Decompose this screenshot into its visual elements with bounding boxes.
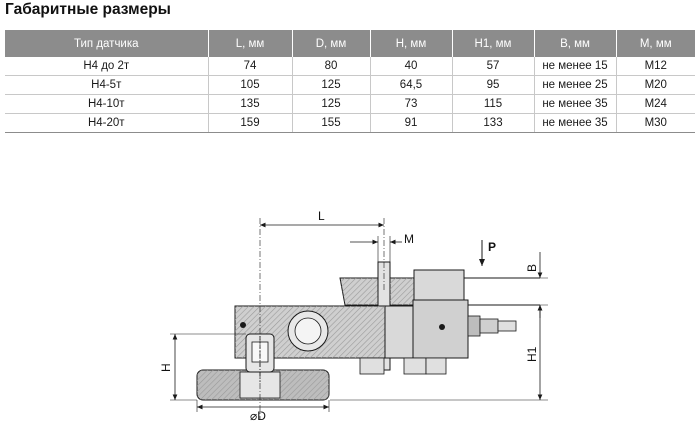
- table-row: H4-10т 135 125 73 115 не менее 35 M24: [5, 94, 695, 114]
- cell-h1: 133: [452, 113, 535, 133]
- column-header-b: B, мм: [534, 30, 617, 57]
- column-header-l: L, мм: [208, 30, 293, 57]
- table-header-row: Тип датчика L, мм D, мм H, мм H1, мм B, …: [5, 30, 695, 57]
- column-header-m: M, мм: [616, 30, 695, 57]
- cell-d: 155: [292, 113, 371, 133]
- cell-sensor-type: H4-20т: [5, 113, 209, 133]
- cell-h1: 115: [452, 94, 535, 114]
- column-header-sensor-type: Тип датчика: [5, 30, 209, 57]
- column-header-h1: H1, мм: [452, 30, 535, 57]
- dimension-b: B: [500, 252, 548, 318]
- cell-b: не менее 15: [534, 57, 617, 76]
- mounting-bolts: [359, 357, 447, 375]
- cell-sensor-type: H4-10т: [5, 94, 209, 114]
- cell-d: 80: [292, 57, 371, 76]
- cell-sensor-type: H4-5т: [5, 75, 209, 95]
- dimension-l-label: L: [318, 209, 325, 223]
- dimension-m-label: M: [404, 232, 414, 246]
- cell-h: 40: [370, 57, 453, 76]
- upper-bracket: [339, 261, 540, 371]
- base-foot: [196, 369, 330, 401]
- table-row: H4-5т 105 125 64,5 95 не менее 25 M20: [5, 75, 695, 95]
- dimension-h1-label: H1: [525, 346, 539, 362]
- cell-b: не менее 25: [534, 75, 617, 95]
- column-header-h: H, мм: [370, 30, 453, 57]
- sensor-body: [234, 299, 517, 359]
- cell-l: 135: [208, 94, 293, 114]
- dimension-d-label: ⌀D: [250, 409, 266, 423]
- cell-b: не менее 35: [534, 113, 617, 133]
- dimensions-table: Тип датчика L, мм D, мм H, мм H1, мм B, …: [5, 30, 695, 133]
- dimension-m: M: [350, 232, 414, 262]
- dimension-h-label: H: [159, 363, 173, 372]
- cell-d: 125: [292, 94, 371, 114]
- cell-h: 91: [370, 113, 453, 133]
- cell-h1: 57: [452, 57, 535, 76]
- dimension-b-label: B: [525, 264, 539, 272]
- table-row: H4 до 2т 74 80 40 57 не менее 15 M12: [5, 57, 695, 76]
- cell-d: 125: [292, 75, 371, 95]
- cell-m: M20: [616, 75, 695, 95]
- force-p: P: [479, 240, 496, 266]
- cell-sensor-type: H4 до 2т: [5, 57, 209, 76]
- cell-l: 105: [208, 75, 293, 95]
- cell-m: M24: [616, 94, 695, 114]
- column-header-d: D, мм: [292, 30, 371, 57]
- page-title: Габаритные размеры: [5, 1, 171, 18]
- table-row: H4-20т 159 155 91 133 не менее 35 M30: [5, 113, 695, 133]
- cell-m: M30: [616, 113, 695, 133]
- cell-b: не менее 35: [534, 94, 617, 114]
- cell-l: 74: [208, 57, 293, 76]
- cell-h1: 95: [452, 75, 535, 95]
- cell-l: 159: [208, 113, 293, 133]
- cell-h: 64,5: [370, 75, 453, 95]
- dimension-l: L: [260, 209, 384, 228]
- dimension-h: H: [159, 333, 246, 401]
- dimension-d: ⌀D: [196, 400, 330, 423]
- cell-m: M12: [616, 57, 695, 76]
- dimension-h1: H1: [330, 304, 548, 401]
- force-p-label: P: [488, 240, 496, 254]
- cell-h: 73: [370, 94, 453, 114]
